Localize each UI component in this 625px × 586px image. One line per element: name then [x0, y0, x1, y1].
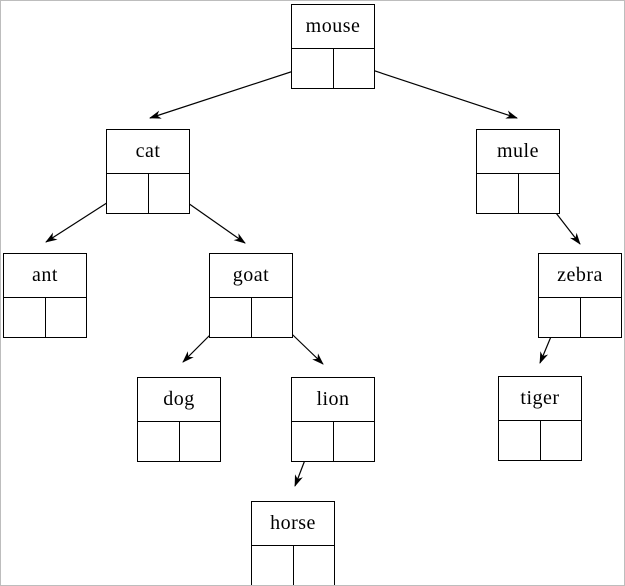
node-label: ant — [4, 254, 86, 298]
tree-node-dog: dog — [137, 377, 221, 462]
right-pointer-cell — [334, 422, 375, 461]
node-label: mouse — [292, 5, 374, 49]
left-pointer-cell — [210, 298, 252, 337]
pointer-cells — [499, 421, 581, 460]
right-pointer-cell — [180, 422, 221, 461]
tree-node-zebra: zebra — [538, 253, 622, 338]
tree-node-lion: lion — [291, 377, 375, 462]
pointer-cells — [292, 422, 374, 461]
pointer-cells — [107, 174, 189, 213]
right-pointer-cell — [541, 421, 582, 460]
tree-node-cat: cat — [106, 129, 190, 214]
pointer-cells — [539, 298, 621, 337]
left-pointer-cell — [252, 546, 294, 585]
pointer-cells — [4, 298, 86, 337]
right-pointer-cell — [252, 298, 293, 337]
node-label: dog — [138, 378, 220, 422]
left-pointer-cell — [292, 49, 334, 88]
tree-node-horse: horse — [251, 501, 335, 585]
tree-node-mouse: mouse — [291, 4, 375, 89]
pointer-cells — [210, 298, 292, 337]
right-pointer-cell — [334, 49, 375, 88]
right-pointer-cell — [149, 174, 190, 213]
right-pointer-cell — [519, 174, 560, 213]
node-label: horse — [252, 502, 334, 546]
left-pointer-cell — [499, 421, 541, 460]
pointer-cells — [252, 546, 334, 585]
node-label: zebra — [539, 254, 621, 298]
node-label: goat — [210, 254, 292, 298]
right-pointer-cell — [294, 546, 335, 585]
node-label: cat — [107, 130, 189, 174]
right-pointer-cell — [581, 298, 622, 337]
node-label: lion — [292, 378, 374, 422]
left-pointer-cell — [292, 422, 334, 461]
left-pointer-cell — [107, 174, 149, 213]
right-pointer-cell — [46, 298, 87, 337]
left-pointer-cell — [477, 174, 519, 213]
edge-arrow-mouse-cat — [149, 64, 313, 119]
node-label: tiger — [499, 377, 581, 421]
left-pointer-cell — [138, 422, 180, 461]
tree-node-mule: mule — [476, 129, 560, 214]
edge-arrow-mouse-mule — [353, 63, 518, 119]
tree-node-tiger: tiger — [498, 376, 582, 461]
pointer-cells — [292, 49, 374, 88]
left-pointer-cell — [4, 298, 46, 337]
left-pointer-cell — [539, 298, 581, 337]
tree-node-goat: goat — [209, 253, 293, 338]
pointer-cells — [138, 422, 220, 461]
pointer-cells — [477, 174, 559, 213]
tree-node-ant: ant — [3, 253, 87, 338]
node-label: mule — [477, 130, 559, 174]
